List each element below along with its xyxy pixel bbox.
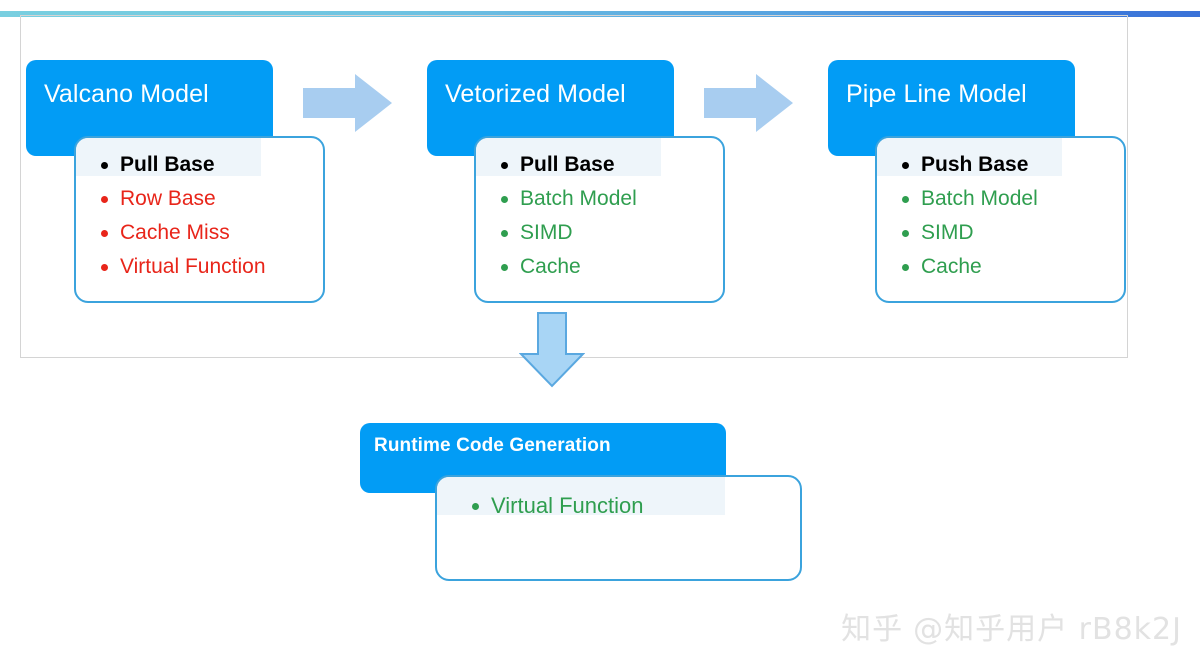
list-item: Pull Base: [494, 148, 723, 182]
list-item: Cache: [494, 250, 723, 284]
list-item: Pull Base: [94, 148, 323, 182]
stage-card-pipe-line-model: Push Base Batch Model SIMD Cache: [875, 136, 1126, 303]
arrow-down-icon: [519, 312, 585, 388]
list-item: Push Base: [895, 148, 1124, 182]
list-item: Virtual Function: [94, 250, 323, 284]
list-item: Batch Model: [494, 182, 723, 216]
bullet-list-2: Pull Base Batch Model SIMD Cache: [476, 138, 723, 284]
stage-card-vetorized-model: Pull Base Batch Model SIMD Cache: [474, 136, 725, 303]
watermark-handle: @知乎用户 rB8k2J: [913, 612, 1182, 647]
card-top-wash-4: [437, 477, 725, 515]
list-item: Row Base: [94, 182, 323, 216]
list-item: Cache Miss: [94, 216, 323, 250]
list-item: SIMD: [494, 216, 723, 250]
card-top-wash-1: [76, 138, 261, 176]
arrow-right-icon: [704, 74, 793, 132]
card-top-wash-3: [877, 138, 1062, 176]
stage-card-valcano-model: Pull Base Row Base Cache Miss Virtual Fu…: [74, 136, 325, 303]
outcome-title: Runtime Code Generation: [374, 435, 611, 456]
outcome-card: Virtual Function: [435, 475, 802, 581]
list-item: SIMD: [895, 216, 1124, 250]
list-item: Cache: [895, 250, 1124, 284]
list-item: Virtual Function: [465, 489, 800, 523]
top-gradient-rule: [0, 11, 1200, 17]
stage-title-1: Valcano Model: [44, 80, 209, 108]
watermark: 知乎 @知乎用户 rB8k2J: [841, 604, 1182, 648]
list-item: Batch Model: [895, 182, 1124, 216]
stage-title-3: Pipe Line Model: [846, 80, 1027, 108]
watermark-site: 知乎: [841, 612, 904, 647]
bullet-list-4: Virtual Function: [437, 477, 800, 523]
card-top-wash-2: [476, 138, 661, 176]
stage-title-2: Vetorized Model: [445, 80, 626, 108]
bullet-list-1: Pull Base Row Base Cache Miss Virtual Fu…: [76, 138, 323, 284]
arrow-right-icon: [303, 74, 392, 132]
bullet-list-3: Push Base Batch Model SIMD Cache: [877, 138, 1124, 284]
